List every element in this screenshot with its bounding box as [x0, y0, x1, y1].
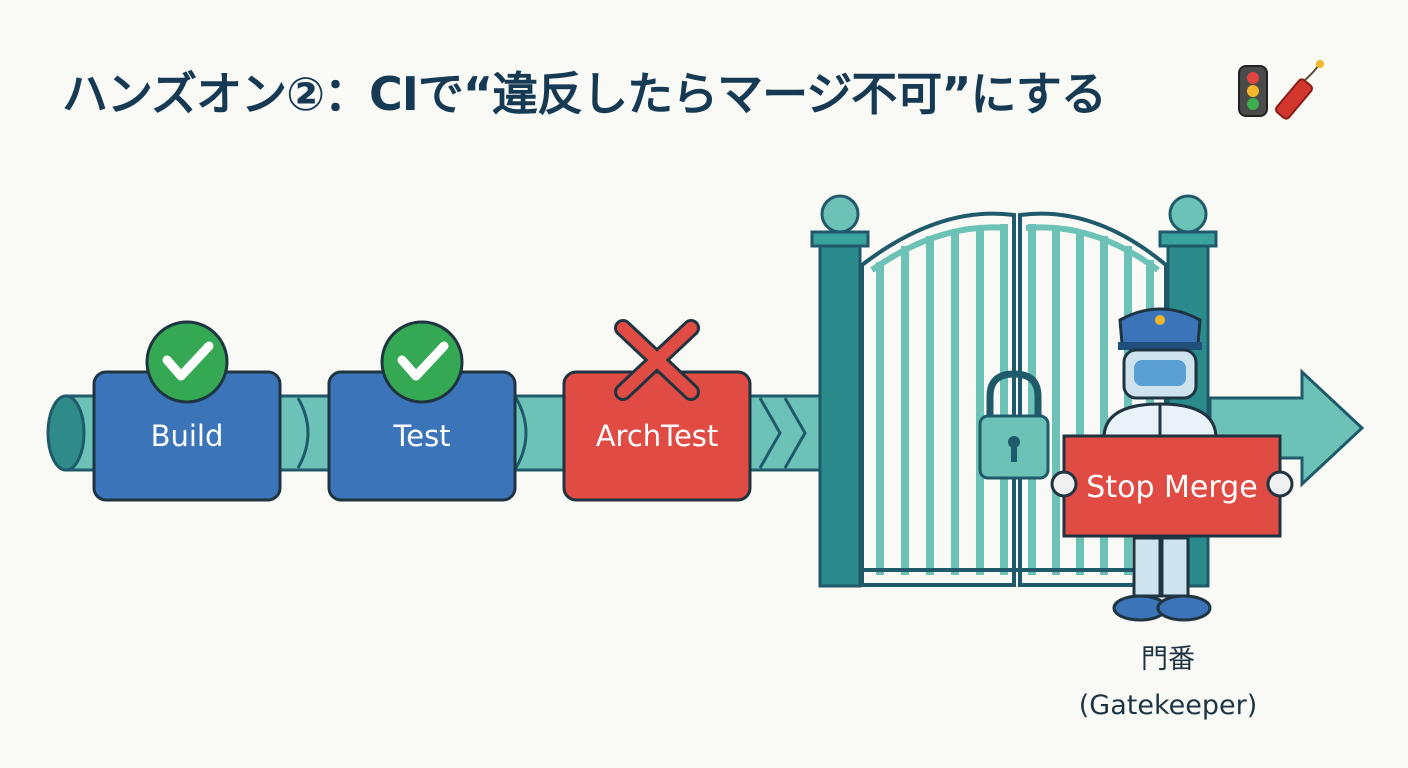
stage-build: Build: [92, 320, 282, 502]
pipeline-stages: Build Test ArchTest: [92, 319, 752, 502]
stage-test: Test: [327, 320, 517, 502]
title-text: ハンズオン②：CIで“違反したらマージ不可”にする: [62, 67, 1107, 121]
dynamite-icon: [1275, 60, 1324, 120]
stage-label: Test: [392, 419, 450, 453]
gatekeeper-robot: Stop Merge: [1050, 307, 1294, 622]
check-icon: [145, 320, 229, 404]
stage-archtest: ArchTest: [562, 319, 752, 502]
stage-label: Build: [151, 419, 224, 453]
page-title: ハンズオン②：CIで“違反したらマージ不可”にする: [62, 58, 1107, 124]
gatekeeper-label-en: (Gatekeeper): [1079, 690, 1257, 721]
gatekeeper-label-jp: 門番: [1141, 644, 1195, 675]
stop-merge-sign: Stop Merge: [1086, 470, 1257, 505]
traffic-light-icon: [1238, 65, 1268, 117]
stage-label: ArchTest: [596, 419, 719, 453]
check-icon: [380, 320, 464, 404]
cross-icon: [614, 319, 700, 401]
padlock-icon: [978, 370, 1050, 480]
